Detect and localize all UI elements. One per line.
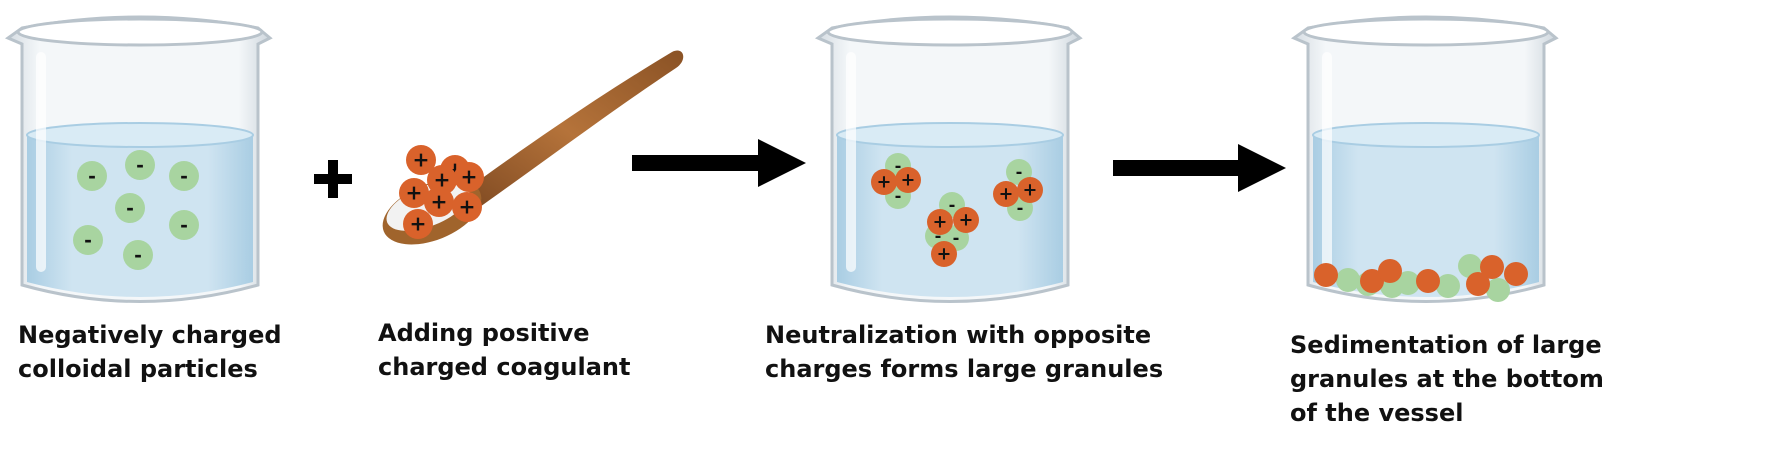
water-3 [1313,135,1539,297]
arrow-1 [632,139,806,187]
positive-particle [1466,272,1490,296]
plus-sign [314,160,352,198]
caption-line: Adding positive [378,319,590,347]
minus-sign: - [949,195,956,214]
positive-particle: + [871,169,897,195]
minus-sign: - [1016,162,1023,181]
negative-particle: - [169,161,199,191]
plus-sign-small: + [959,210,974,230]
negative-particle [1336,268,1360,292]
plus-sign-small: + [937,244,952,264]
negative-particle: - [115,193,145,223]
caption-line: charges forms large granules [765,355,1164,383]
positive-particle: + [1017,177,1043,203]
plus-sign-small: + [461,164,478,188]
positive-particle: + [452,192,482,222]
plus-sign-small: + [459,194,476,218]
positive-particle: + [895,167,921,193]
minus-sign: - [1017,198,1024,217]
minus-sign: - [134,245,142,266]
minus-sign: - [136,155,144,176]
minus-sign: - [126,198,134,219]
negative-particle [1458,254,1482,278]
plus-sign-small: + [406,180,423,204]
positive-particle [1480,255,1504,279]
positive-particle: + [927,209,953,235]
negative-particle [1436,274,1460,298]
minus-sign: - [88,166,96,187]
sediment-granules [1314,254,1528,302]
positive-particle [1416,269,1440,293]
minus-sign: - [895,186,902,205]
positive-particle: + [399,178,429,208]
plus-sign-small: + [413,147,430,171]
positive-particle: + [931,241,957,267]
beaker-2-granules: --++---+++--++ [871,153,1043,267]
positive-particle: + [427,165,457,195]
positive-particle: + [953,207,979,233]
coagulant-particles: ++++++++ [399,145,484,239]
beaker-3 [1290,15,1559,303]
plus-sign-small: + [999,184,1014,204]
arrow-2 [1113,144,1286,192]
plus-sign-small: + [410,211,427,235]
minus-sign: - [953,228,960,247]
positive-particle [1378,259,1402,283]
positive-particle: + [993,181,1019,207]
minus-sign: - [84,230,92,251]
caption-line: colloidal particles [18,355,258,383]
negative-particle [1486,278,1510,302]
caption-step-4: Sedimentation of large granules at the b… [1290,328,1604,430]
minus-sign: - [895,156,902,175]
negative-particle: - [123,240,153,270]
plus-sign-small: + [933,212,948,232]
caption-step-2: Adding positive charged coagulant [378,316,631,384]
caption-line: Neutralization with opposite [765,321,1152,349]
positive-particle: + [406,145,436,175]
caption-line: Negatively charged [18,321,282,349]
plus-sign-small: + [901,170,916,190]
negative-particle [1396,271,1420,295]
positive-particle [1360,269,1384,293]
plus-sign-small: + [1023,180,1038,200]
negative-particle: - [169,210,199,240]
positive-particle: + [403,209,433,239]
minus-sign: - [180,215,188,236]
caption-step-3: Neutralization with opposite charges for… [765,318,1163,386]
positive-particle: + [424,187,454,217]
beaker-1-particles: - - - - - - - [73,150,199,270]
caption-step-1: Negatively charged colloidal particles [18,318,282,386]
caption-line: charged coagulant [378,353,631,381]
caption-line: granules at the bottom [1290,365,1604,393]
positive-particle [1504,262,1528,286]
negative-particle: - [125,150,155,180]
negative-particle: - [77,161,107,191]
positive-particle: + [454,162,484,192]
caption-line: Sedimentation of large [1290,331,1602,359]
negative-particle: - [73,225,103,255]
positive-particle [1314,263,1338,287]
plus-sign-small: + [431,189,448,213]
caption-line: of the vessel [1290,399,1464,427]
minus-sign: - [935,226,942,245]
plus-sign-small: + [434,167,451,191]
minus-sign: - [180,166,188,187]
plus-sign-small: + [877,172,892,192]
